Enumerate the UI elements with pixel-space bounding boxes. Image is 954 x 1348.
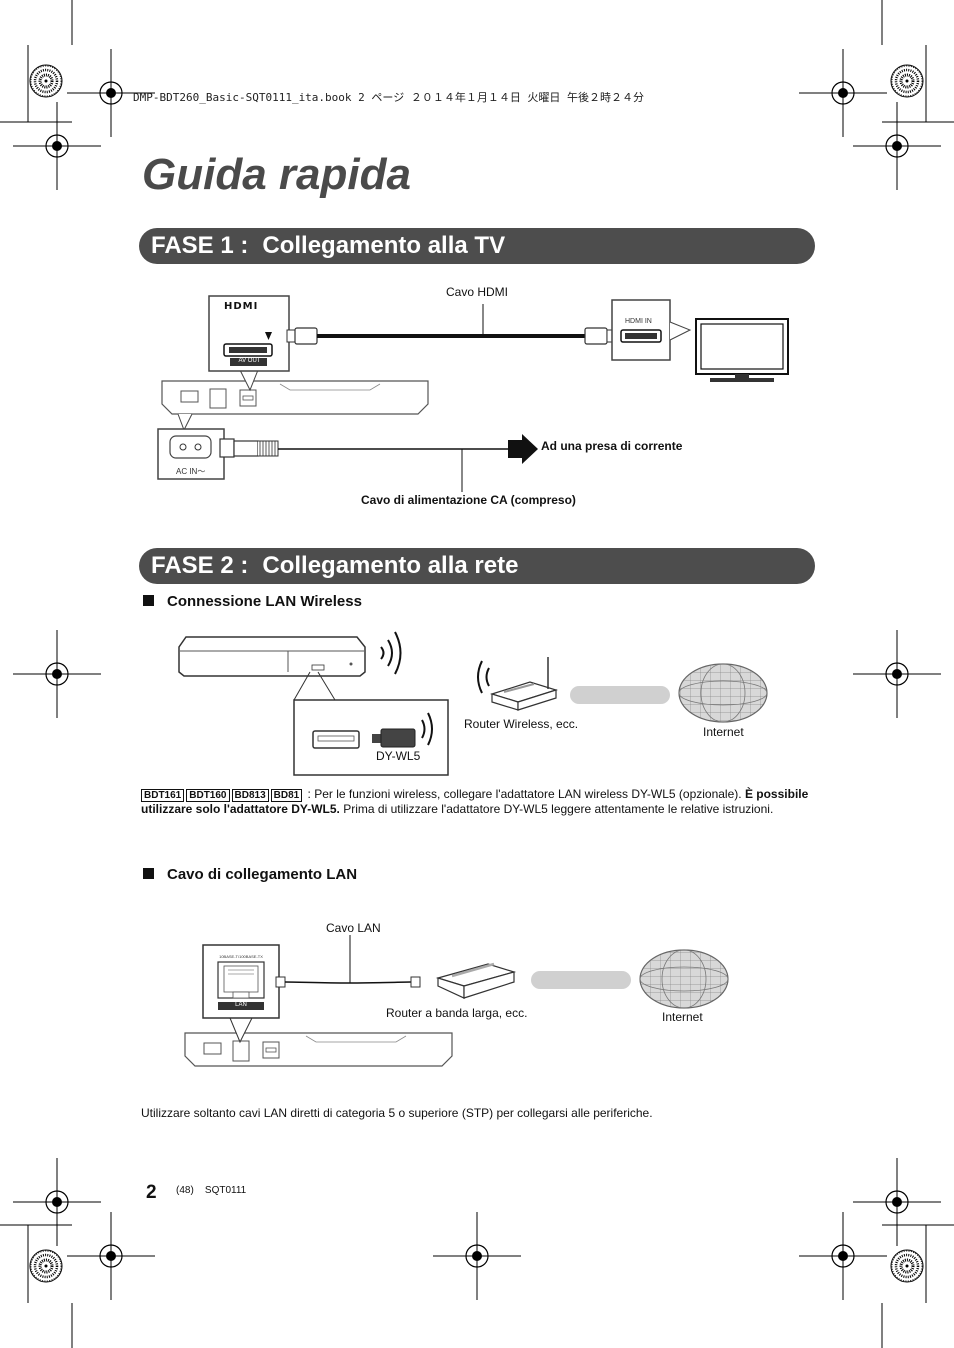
page-code: SQT0111 <box>204 1185 247 1196</box>
av-out-label: AV OUT <box>238 358 261 364</box>
ac-in-label: AC IN～ <box>176 467 206 476</box>
wireless-heading: Connessione LAN Wireless <box>143 593 362 610</box>
model-badge: BDT160 <box>186 789 230 802</box>
globe-icon <box>639 949 729 1009</box>
color-target-icon <box>889 63 925 99</box>
note-text: : Per le funzioni wireless, collegare l'… <box>304 787 745 801</box>
registration-mark-icon <box>432 1211 522 1301</box>
note-text-continued: Prima di utilizzare l'adattatore DY-WL5 … <box>339 802 774 816</box>
hdmi-cable-label: Cavo HDMI <box>446 285 509 299</box>
wireless-lan-diagram <box>178 631 768 776</box>
page-info: (48) SQT0111 <box>176 1185 246 1196</box>
broadband-router-label: Router a banda larga, ecc. <box>386 1006 528 1020</box>
page-number: 2 <box>146 1182 157 1203</box>
color-target-icon <box>889 1248 925 1284</box>
registration-mark-icon <box>852 101 942 191</box>
note-bold-text: È possibile utilizzare solo l'adattatore… <box>141 787 809 816</box>
lan-internet-label: Internet <box>662 1010 703 1024</box>
hdmi-in-label: HDMI IN <box>625 318 652 325</box>
wireless-internet-label: Internet <box>703 725 744 739</box>
model-badge: BD813 <box>231 789 269 802</box>
lan-port-label: LAN <box>235 1002 247 1008</box>
globe-icon <box>678 663 768 723</box>
model-badge: BDT161 <box>141 789 185 802</box>
registration-mark-icon <box>798 1211 888 1301</box>
adapter-label: DY-WL5 <box>376 749 421 763</box>
lan-port-spec-label: 10BASE-T/100BASE-TX <box>219 954 263 959</box>
hdmi-connection-diagram <box>157 295 789 492</box>
lan-cable-label: Cavo LAN <box>326 921 381 935</box>
registration-mark-icon <box>12 1157 102 1247</box>
step1-label: FASE 1 : <box>151 232 249 259</box>
registration-mark-icon <box>12 629 102 719</box>
page-ref: (48) <box>176 1185 194 1196</box>
wireless-heading-text: Connessione LAN Wireless <box>167 593 362 610</box>
step2-label: FASE 2 : <box>151 552 249 579</box>
page-title: Guida rapida <box>142 150 411 199</box>
bullet-square-icon <box>143 595 154 606</box>
model-badge: BD81 <box>270 789 303 802</box>
registration-mark-icon <box>798 48 888 138</box>
lan-footer-note: Utilizzare soltanto cavi LAN diretti di … <box>141 1106 653 1120</box>
step2-header: FASE 2 : Collegamento alla rete <box>139 548 815 584</box>
step1-title: Collegamento alla TV <box>262 232 506 259</box>
registration-mark-icon <box>852 629 942 719</box>
registration-mark-icon <box>66 1211 156 1301</box>
hdmi-logo: HDMI <box>224 301 259 312</box>
file-header: DMP-BDT260_Basic-SQT0111_ita.book 2 ページ … <box>133 91 645 104</box>
color-target-icon <box>28 1248 64 1284</box>
step2-title: Collegamento alla rete <box>262 552 519 579</box>
wired-lan-diagram <box>184 935 729 1067</box>
lan-heading: Cavo di collegamento LAN <box>143 866 357 883</box>
bullet-square-icon <box>143 868 154 879</box>
registration-mark-icon <box>852 1157 942 1247</box>
step1-header: FASE 1 : Collegamento alla TV <box>139 228 815 264</box>
lan-heading-text: Cavo di collegamento LAN <box>167 866 358 883</box>
power-cable-label: Cavo di alimentazione CA (compreso) <box>361 493 576 507</box>
color-target-icon <box>28 63 64 99</box>
registration-mark-icon <box>12 101 102 191</box>
wireless-router-label: Router Wireless, ecc. <box>464 717 579 731</box>
power-outlet-label: Ad una presa di corrente <box>541 439 683 453</box>
